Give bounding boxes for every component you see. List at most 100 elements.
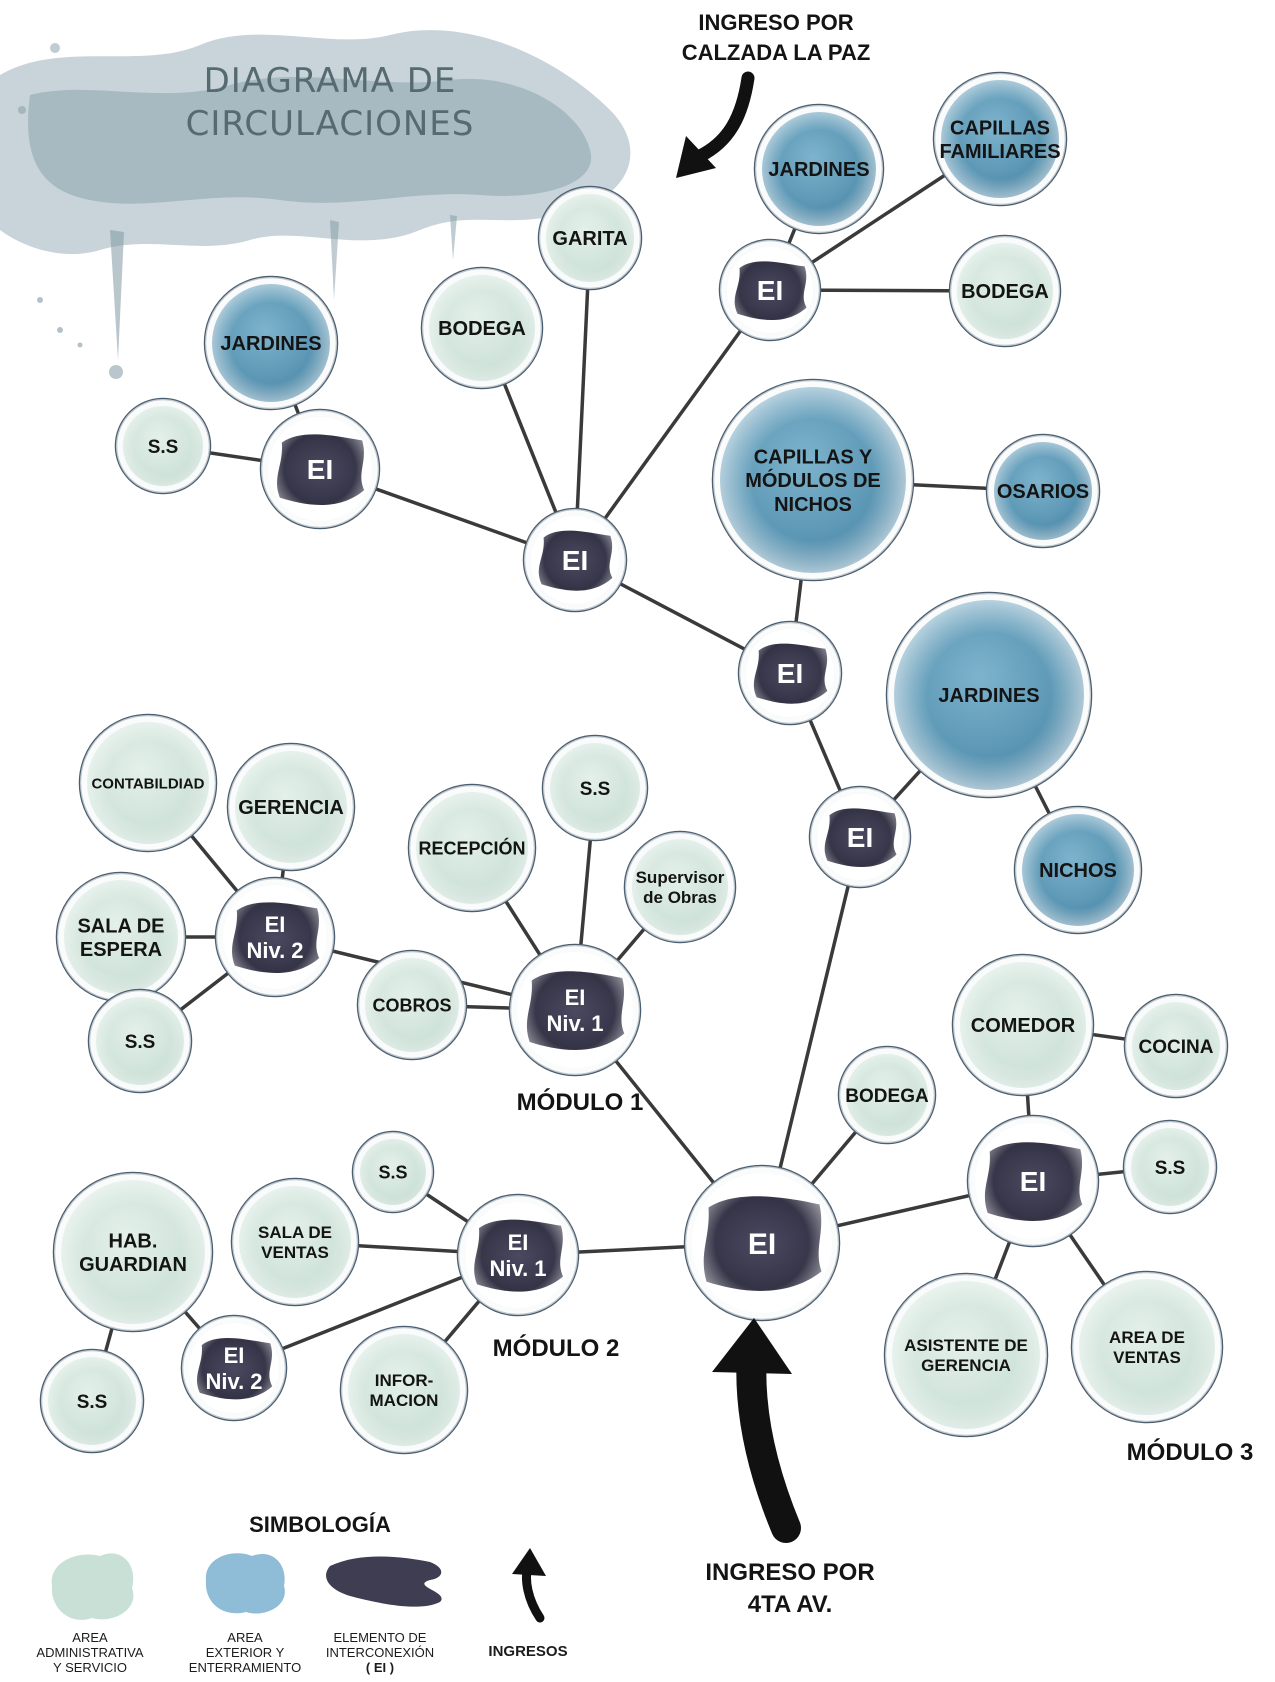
node-ei-tr: EI xyxy=(718,238,822,342)
legend-caption-admin-3: Y SERVICIO xyxy=(53,1660,127,1675)
legend-title: SIMBOLOGÍA xyxy=(249,1512,391,1537)
node-label-recepcion-1: RECEPCIÓN xyxy=(418,837,525,858)
node-label-supervisor-1: Supervisor xyxy=(636,868,725,887)
diagram-title-line2: CIRCULACIONES xyxy=(186,104,475,144)
node-ss-m2-top: S.S xyxy=(351,1130,435,1214)
legend-swatch-admin xyxy=(51,1553,134,1620)
legend-caption-ei-2: INTERCONEXIÓN xyxy=(326,1645,434,1660)
node-nichos: NICHOS xyxy=(1013,805,1143,935)
link-ei_center-ei_tr xyxy=(573,288,772,562)
node-contabilidad: CONTABILDIAD xyxy=(78,713,218,853)
area-nodes: GARITA BODEGA JARDINES S.S EI JARDINES CAPILLA… xyxy=(39,71,1229,1455)
node-label-bodega-m3-1: BODEGA xyxy=(845,1086,929,1107)
node-hab-guardian: HAB.GUARDIAN xyxy=(52,1171,214,1333)
node-label-ss-m1-top-1: S.S xyxy=(580,779,611,800)
node-label-ei-m2-n2-2: Niv. 2 xyxy=(205,1369,262,1394)
node-label-capillas-mod-2: MÓDULOS DE xyxy=(745,468,881,492)
node-label-capillas-mod-1: CAPILLAS Y xyxy=(754,447,873,469)
legend-caption-ei-1: ELEMENTO DE xyxy=(334,1630,427,1645)
node-label-ei-m2-n2-1: EI xyxy=(224,1343,245,1368)
node-label-hab-guardian-1: HAB. xyxy=(109,1230,158,1252)
node-ss-m3: S.S xyxy=(1122,1119,1218,1215)
legend-swatch-exterior xyxy=(205,1553,285,1614)
diagram-title-line1: DIAGRAMA DE xyxy=(204,61,457,101)
node-label-asistente-2: GERENCIA xyxy=(921,1356,1011,1375)
node-jardines-tl: JARDINES xyxy=(203,275,339,411)
legend-caption-exterior-2: EXTERIOR Y xyxy=(206,1645,285,1660)
node-label-supervisor-2: de Obras xyxy=(643,888,717,907)
node-garita: GARITA xyxy=(537,185,643,291)
legend-caption-ei-3: ( EI ) xyxy=(366,1660,394,1675)
node-ei-center: EI xyxy=(522,507,628,613)
legend-caption-exterior-1: AREA xyxy=(227,1630,263,1645)
node-label-ei-m1-n2-2: Niv. 2 xyxy=(246,938,303,963)
node-label-nichos-1: NICHOS xyxy=(1039,860,1117,882)
node-ss-m2-bottom: S.S xyxy=(39,1348,145,1454)
node-recepcion: RECEPCIÓN xyxy=(407,783,537,913)
entrance-top-label-line1: INGRESO POR xyxy=(698,10,853,35)
entrance-bottom-label-line1: INGRESO POR xyxy=(705,1559,874,1586)
node-label-contabilidad-1: CONTABILDIAD xyxy=(91,775,204,792)
link-ei_center-garita xyxy=(573,237,592,561)
node-label-sala-ventas-1: SALA DE xyxy=(258,1223,332,1242)
node-ei-mid: EI xyxy=(737,620,843,726)
node-label-sala-ventas-2: VENTAS xyxy=(261,1243,329,1262)
node-label-asistente-1: ASISTENTE DE xyxy=(904,1336,1028,1355)
node-label-informacion-2: MACION xyxy=(370,1391,439,1410)
node-label-ei-m1-n2-1: EI xyxy=(265,912,286,937)
node-label-ei-m1-n1-1: EI xyxy=(565,985,586,1010)
node-label-ei-main-1: EI xyxy=(748,1228,776,1261)
entrance-bottom-label-line2: 4TA AV. xyxy=(748,1591,832,1618)
node-osarios: OSARIOS xyxy=(985,433,1101,549)
node-label-ei-m3-1: EI xyxy=(1020,1166,1046,1197)
legend-swatch-ei xyxy=(326,1556,442,1607)
legend-caption-admin-2: ADMINISTRATIVA xyxy=(36,1645,143,1660)
node-label-cocina-1: COCINA xyxy=(1139,1037,1214,1058)
node-label-comedor-1: COMEDOR xyxy=(971,1015,1076,1037)
node-label-ss-m1-left-1: S.S xyxy=(125,1032,156,1053)
node-label-ei-lower-1: EI xyxy=(847,822,873,853)
node-label-jardines-tl-1: JARDINES xyxy=(220,333,321,355)
node-label-ei-tl-1: EI xyxy=(307,454,333,485)
node-label-sala-espera-1: SALA DE xyxy=(77,915,164,937)
node-label-ss-m2-top-1: S.S xyxy=(378,1162,407,1182)
node-jardines-big: JARDINES xyxy=(885,591,1093,799)
node-label-capillas-fam-1: CAPILLAS xyxy=(950,117,1050,139)
node-bodega-tr: BODEGA xyxy=(948,234,1062,348)
node-cobros: COBROS xyxy=(356,949,468,1061)
node-label-jardines-big-1: JARDINES xyxy=(938,685,1039,707)
node-cocina: COCINA xyxy=(1123,993,1229,1099)
node-label-area-ventas-2: VENTAS xyxy=(1113,1348,1181,1367)
node-gerencia: GERENCIA xyxy=(226,742,356,872)
node-ss-m1-left: S.S xyxy=(87,988,193,1094)
node-label-hab-guardian-2: GUARDIAN xyxy=(79,1254,187,1276)
node-label-ei-mid-1: EI xyxy=(777,658,803,689)
node-label-bodega-top-1: BODEGA xyxy=(438,318,526,340)
node-ei-tl: EI xyxy=(259,408,381,530)
node-label-ss-m2-bottom-1: S.S xyxy=(77,1392,108,1413)
node-bodega-top: BODEGA xyxy=(420,266,544,390)
node-ss-m1-top: S.S xyxy=(541,734,649,842)
module-2-label: MÓDULO 2 xyxy=(493,1334,620,1362)
node-label-cobros-1: COBROS xyxy=(372,995,451,1015)
legend-caption-exterior-3: ENTERRAMIENTO xyxy=(189,1660,301,1675)
node-label-ei-center-1: EI xyxy=(562,545,588,576)
node-label-area-ventas-1: AREA DE xyxy=(1109,1328,1185,1347)
node-label-jardines-tr-1: JARDINES xyxy=(768,159,869,181)
node-ei-lower: EI xyxy=(808,785,912,889)
node-label-sala-espera-2: ESPERA xyxy=(80,939,162,961)
module-1-label: MÓDULO 1 xyxy=(517,1088,644,1116)
module-3-label: MÓDULO 3 xyxy=(1127,1438,1254,1466)
node-label-ss-m3-1: S.S xyxy=(1155,1158,1186,1179)
watercolor-splash xyxy=(0,30,631,379)
